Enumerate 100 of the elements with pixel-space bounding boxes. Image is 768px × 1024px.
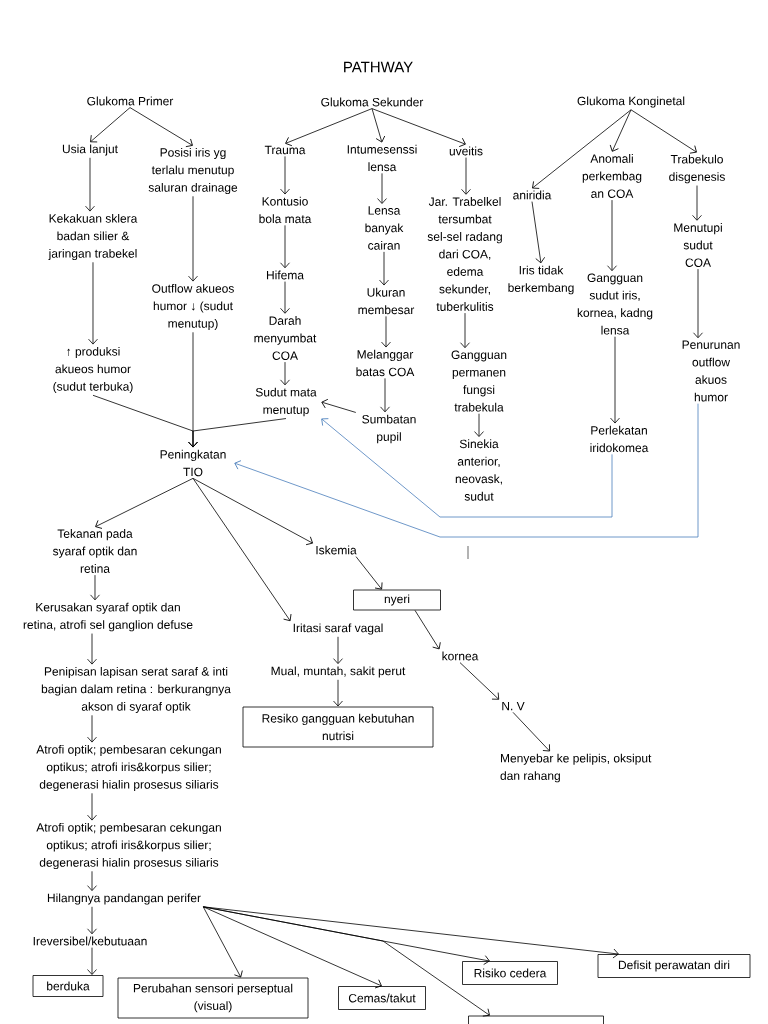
arrow	[371, 108, 386, 143]
arrow	[192, 477, 313, 546]
arrow	[414, 610, 441, 650]
arrow	[474, 413, 484, 437]
step-text: Iskemia	[316, 545, 357, 555]
arrow	[607, 199, 617, 272]
arrow	[532, 109, 632, 189]
arrow	[202, 906, 382, 989]
step-text: Penurunan outflow akuos humor	[682, 340, 740, 402]
arrow	[285, 108, 373, 147]
arrow	[692, 185, 702, 221]
arrow	[380, 377, 390, 413]
step-text: Hifema	[267, 270, 304, 280]
arrow	[459, 662, 500, 700]
arrow	[87, 792, 97, 821]
arrow	[693, 268, 703, 339]
outcome-box: Cemas/takut	[338, 986, 426, 1010]
step-text: Sinekia anterior, neovask, sudut	[455, 439, 502, 501]
arrow	[202, 906, 619, 959]
step-text: Menutupi sudut COA	[674, 223, 722, 267]
arrow	[531, 201, 546, 264]
step-text: Melanggar batas COA	[356, 349, 415, 377]
step-text: Ukuran membesar	[358, 287, 415, 315]
step-text: Mual, muntah, sakit perut	[271, 666, 406, 678]
step-text: Kerusakan syaraf optik dan retina, atrofi sel ganglion defuse	[23, 602, 193, 632]
category-heading: Glukoma Konginetal	[577, 96, 685, 108]
arrow	[188, 418, 287, 448]
arrow	[333, 679, 343, 707]
step-text: uveitis	[449, 146, 483, 156]
outcome-box: berduka	[32, 975, 104, 997]
step-text: Kontusio bola mata	[259, 196, 312, 224]
step-text: Intumesenssi lensa	[347, 144, 417, 172]
arrow	[90, 574, 100, 601]
arrow	[460, 312, 470, 349]
step-text: Menyebar ke pelipis, oksiput dan rahang	[500, 753, 652, 783]
step-text: Trabekulo disgenesis	[669, 154, 725, 184]
step-text: Posisi iris yg terlalu menutup saluran drainage	[148, 147, 238, 195]
step-text: Gangguan sudut iris, kornea, kadng lensa	[577, 273, 653, 335]
step-text: Anomali perkembag an COA	[582, 154, 642, 198]
step-text: Jar. Trabelkel tersumbat sel-sel radang dari COA, edema sekunder, tuberkulitis	[427, 197, 502, 311]
arrow	[321, 418, 613, 518]
arrow	[202, 906, 243, 978]
arrow	[87, 947, 97, 975]
outcome-box: Resiko gangguan kebutuhan nutrisi	[242, 706, 434, 748]
step-text: Atrofi optik; pembesaran cekungan optikus; atrofi iris&korpus silier; degenerasi hialin prosesus siliaris	[36, 744, 221, 792]
step-text: Perlekatan iridokomea	[590, 425, 649, 453]
arrow	[88, 261, 98, 345]
arrow	[85, 157, 95, 212]
arrow	[381, 315, 391, 348]
category-heading: Glukoma Primer	[87, 96, 174, 106]
arrow	[129, 107, 193, 148]
step-text: Darah menyumbat COA	[254, 316, 317, 360]
arrow	[280, 224, 290, 269]
outcome-box	[468, 1015, 604, 1024]
step-text: Iritasi saraf vagal	[293, 623, 383, 635]
arrow	[379, 251, 389, 286]
arrow	[90, 107, 131, 143]
arrow	[87, 633, 97, 665]
arrow	[377, 172, 387, 204]
title: PATHWAY	[344, 61, 413, 73]
step-text: Iris tidak berkembang	[508, 265, 574, 295]
step-text: Sumbatan pupil	[362, 414, 416, 444]
outcome-box: Perubahan sensori perseptual (visual)	[117, 977, 309, 1019]
step-text: ↑ produksi akueos humor (sudut terbuka)	[53, 346, 133, 394]
arrow	[280, 361, 290, 386]
arrow	[333, 636, 343, 664]
arrow	[87, 870, 97, 891]
arrow	[192, 477, 292, 622]
step-text: Penipisan lapisan serat saraf & inti bagian dalam retina : berkurangnya akson di syaraf optik	[41, 666, 231, 714]
category-heading: Glukoma Sekunder	[321, 97, 424, 107]
step-text: Trauma	[264, 145, 306, 155]
step-text: Usia lanjut	[62, 144, 118, 156]
arrow	[321, 398, 357, 413]
step-text: aniridia	[513, 190, 552, 200]
step-text: kornea	[442, 651, 479, 661]
step-text: Kekakuan sklera badan silier & jaringan trabekel	[48, 213, 138, 261]
arrow	[234, 403, 699, 538]
step-text: Hilangnya pandangan perifer	[47, 893, 201, 905]
outcome-box: nyeri	[353, 589, 441, 611]
arrow	[280, 281, 290, 314]
arrow	[95, 477, 194, 529]
arrow	[610, 336, 620, 424]
arrow	[87, 714, 97, 743]
step-text: Lensa banyak cairan	[365, 206, 404, 250]
arrow	[280, 156, 290, 195]
step-text: Sudut mata menutup	[255, 387, 317, 417]
arrow	[188, 195, 198, 282]
arrow	[87, 906, 97, 935]
step-text: Ireversibel/kebutuaan	[33, 936, 147, 946]
arrow	[630, 109, 697, 154]
step-text: N. V	[502, 701, 525, 711]
outcome-box: Risiko cedera	[462, 961, 558, 985]
arrow	[355, 556, 383, 590]
arrow	[202, 906, 490, 1017]
arrow	[609, 109, 632, 152]
arrow	[371, 108, 466, 147]
step-text: Gangguan permanen fungsi trabekula	[451, 350, 507, 412]
step-text: Peningkatan TIO	[160, 449, 226, 477]
step-text: Tekanan pada syaraf optik dan retina	[52, 529, 137, 573]
arrow	[512, 711, 550, 752]
